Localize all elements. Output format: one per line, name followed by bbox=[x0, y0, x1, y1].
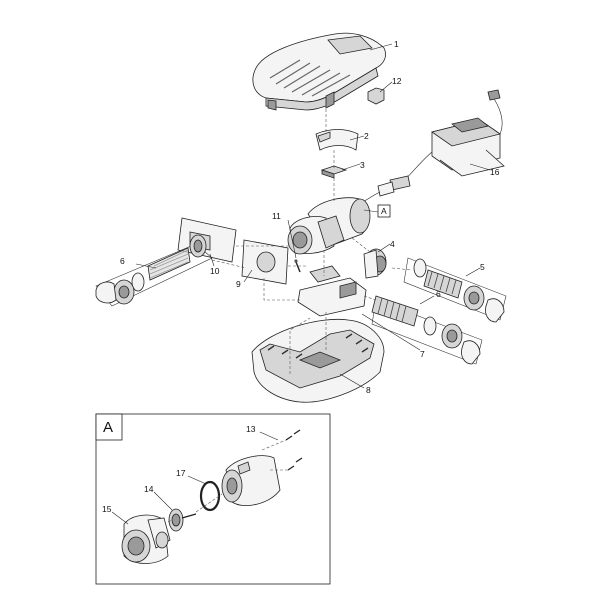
leader-lines bbox=[135, 43, 491, 389]
screw-part bbox=[294, 259, 301, 273]
label-part-11: 11 bbox=[272, 211, 281, 221]
label-part-16: 16 bbox=[490, 167, 500, 177]
hose-right-upper bbox=[403, 257, 507, 323]
label-part-1: 1 bbox=[394, 39, 399, 49]
assembly-guide-lines bbox=[211, 104, 413, 374]
outlet-nozzle bbox=[363, 248, 387, 279]
label-part-3: 3 bbox=[360, 160, 365, 170]
label-part-6-right: 6 bbox=[436, 289, 441, 299]
gasket-plate bbox=[241, 239, 289, 285]
hose-right-lower bbox=[371, 295, 483, 365]
motor-can bbox=[221, 455, 281, 506]
small-block bbox=[320, 165, 348, 179]
cable-connector bbox=[377, 175, 411, 197]
top-cover bbox=[252, 32, 386, 111]
pump-housing bbox=[121, 514, 171, 564]
detail-view-a: A bbox=[95, 413, 331, 585]
impeller bbox=[168, 508, 197, 532]
label-part-2: 2 bbox=[364, 131, 369, 141]
label-part-6-left: 6 bbox=[120, 256, 125, 266]
o-ring bbox=[199, 480, 221, 512]
label-part-7: 7 bbox=[420, 349, 425, 359]
label-part-13: 13 bbox=[246, 424, 256, 434]
base-housing bbox=[251, 318, 385, 403]
label-part-17: 17 bbox=[176, 468, 186, 478]
transformer bbox=[431, 89, 505, 177]
label-part-10: 10 bbox=[210, 266, 220, 276]
curved-shield bbox=[315, 129, 359, 151]
label-part-5: 5 bbox=[480, 262, 485, 272]
detail-reference-box: A bbox=[377, 204, 391, 218]
label-part-14: 14 bbox=[144, 484, 154, 494]
detail-box-label: A bbox=[103, 419, 113, 436]
motor-unit bbox=[287, 197, 371, 255]
detail-screws bbox=[285, 429, 303, 471]
detail-reference-label: A bbox=[381, 206, 387, 216]
motor-holder bbox=[297, 265, 367, 317]
label-part-4: 4 bbox=[390, 239, 395, 249]
label-part-12: 12 bbox=[392, 76, 402, 86]
part-labels: 1 12 2 3 16 11 4 5 6 10 9 6 7 8 bbox=[120, 39, 500, 395]
label-part-9: 9 bbox=[236, 279, 241, 289]
label-part-8: 8 bbox=[366, 385, 371, 395]
hose-left bbox=[95, 234, 213, 307]
label-part-15: 15 bbox=[102, 504, 112, 514]
